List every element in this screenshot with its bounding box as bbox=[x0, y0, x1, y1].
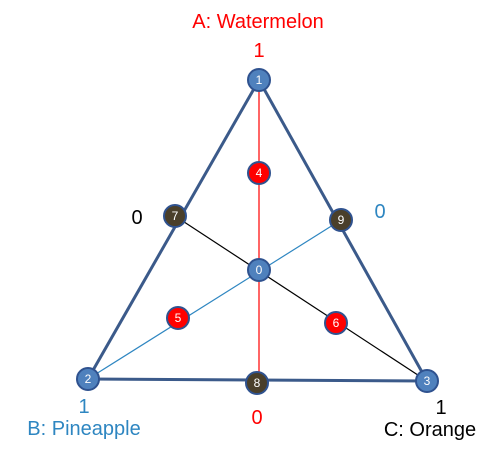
node-3-label: 3 bbox=[424, 374, 431, 388]
node-1: 1 bbox=[247, 68, 271, 92]
edge-left bbox=[86, 79, 261, 380]
node-4: 4 bbox=[247, 161, 271, 185]
value-orange-bottom: 1 bbox=[435, 397, 446, 419]
node-5-label: 5 bbox=[175, 311, 182, 325]
label-pineapple: B: Pineapple bbox=[27, 418, 140, 440]
orange-axis-line bbox=[174, 215, 428, 382]
node-2-label: 2 bbox=[85, 372, 92, 386]
node-6: 6 bbox=[324, 311, 348, 335]
value-bottom-mid: 0 bbox=[251, 407, 262, 429]
node-9-label: 9 bbox=[338, 213, 345, 227]
value-watermelon-top: 1 bbox=[253, 40, 264, 62]
node-6-label: 6 bbox=[333, 316, 340, 330]
label-orange: C: Orange bbox=[384, 419, 476, 441]
node-2: 2 bbox=[76, 367, 100, 391]
node-0: 0 bbox=[247, 258, 271, 282]
pineapple-axis-line bbox=[87, 219, 342, 380]
value-right-mid: 0 bbox=[374, 201, 385, 223]
node-9: 9 bbox=[329, 208, 353, 232]
node-8: 8 bbox=[245, 371, 269, 395]
node-7-label: 7 bbox=[172, 209, 179, 223]
node-4-label: 4 bbox=[256, 166, 263, 180]
value-left-mid: 0 bbox=[131, 207, 142, 229]
node-7: 7 bbox=[163, 204, 187, 228]
node-5: 5 bbox=[166, 306, 190, 330]
node-8-label: 8 bbox=[254, 376, 261, 390]
node-3: 3 bbox=[415, 369, 439, 393]
label-watermelon: A: Watermelon bbox=[192, 11, 324, 33]
value-pineapple-bottom: 1 bbox=[78, 396, 89, 418]
node-0-label: 0 bbox=[256, 263, 263, 277]
node-1-label: 1 bbox=[256, 73, 263, 87]
